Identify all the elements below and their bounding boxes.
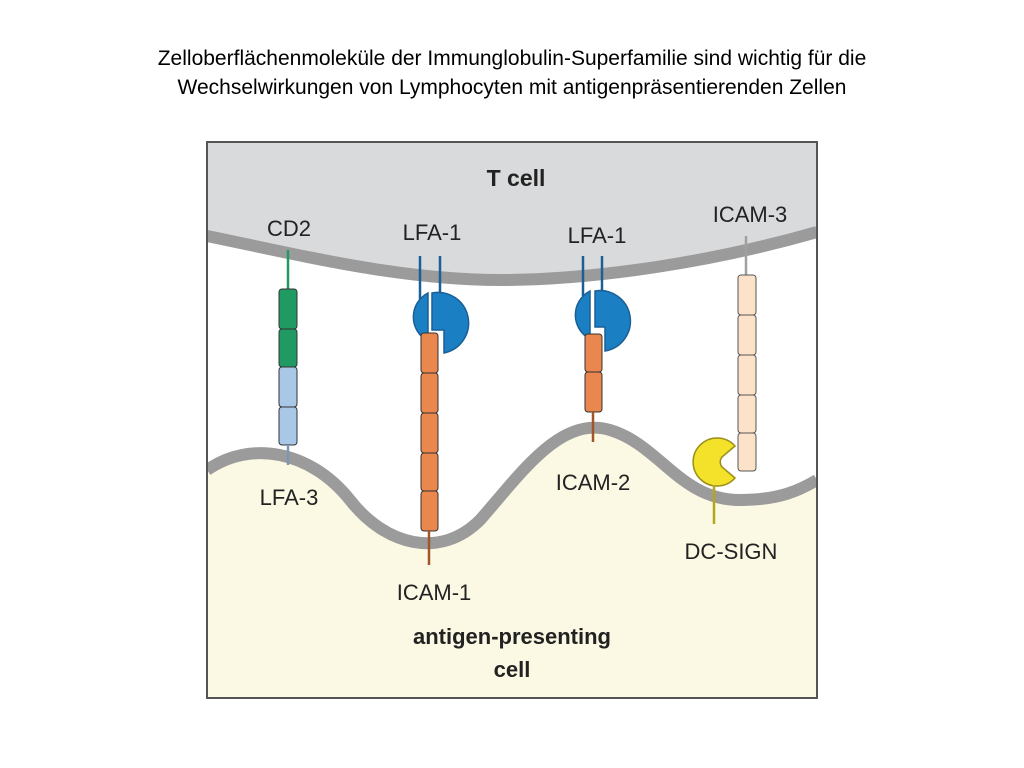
icam3-dcsign-pair (692, 236, 757, 524)
icam1-label: ICAM-1 (397, 580, 472, 605)
icam3-domain-4 (737, 394, 757, 434)
cd2-label: CD2 (267, 216, 311, 241)
icam2-domain-2 (584, 371, 603, 413)
icam3-label: ICAM-3 (713, 202, 788, 227)
lfa3-label: LFA-3 (260, 485, 319, 510)
lfa3-domain-1 (278, 366, 298, 408)
t-cell-membrane (207, 226, 817, 287)
lfa1-right-label: LFA-1 (568, 223, 627, 248)
icam1-domain-5 (420, 490, 439, 532)
lfa1-right-beta (594, 289, 632, 352)
apc-membrane (207, 421, 817, 550)
icam3-domain-3 (737, 354, 757, 396)
lfa1-left-label: LFA-1 (403, 220, 462, 245)
icam1-domain-1 (420, 332, 439, 374)
t-cell-body (207, 142, 817, 280)
dc-sign-receptor (692, 437, 737, 487)
lfa1-icam1-pair (412, 256, 470, 565)
t-cell-label: T cell (487, 165, 546, 191)
icam3-domain-2 (737, 314, 757, 356)
diagram-frame (206, 141, 818, 699)
icam1-domain-4 (420, 452, 439, 492)
apc-label-line-1: antigen-presenting (413, 624, 611, 649)
icam2-label: ICAM-2 (556, 470, 631, 495)
lfa1-left-beta (431, 291, 470, 354)
icam3-domain-5 (737, 432, 757, 472)
icam1-domain-3 (420, 412, 439, 454)
apc-label-line-2: cell (494, 657, 531, 682)
cd2-domain-2 (278, 328, 298, 368)
dc-sign-label: DC-SIGN (685, 539, 778, 564)
apc-body (207, 427, 817, 698)
lfa3-domain-2 (278, 406, 298, 446)
icam3-domain-1 (737, 274, 757, 316)
cd2-lfa3-pair (278, 250, 298, 465)
icam2-domain-1 (584, 333, 603, 373)
cd2-domain-1 (278, 288, 298, 330)
lfa1-icam2-pair (574, 256, 632, 442)
icam1-domain-2 (420, 372, 439, 414)
slide-title-line-1: Zelloberflächenmoleküle der Immunglobuli… (157, 47, 867, 70)
slide-title: Zelloberflächenmoleküle der Immunglobuli… (0, 44, 1024, 102)
slide-title-line-2: Wechselwirkungen von Lymphocyten mit ant… (177, 76, 847, 99)
